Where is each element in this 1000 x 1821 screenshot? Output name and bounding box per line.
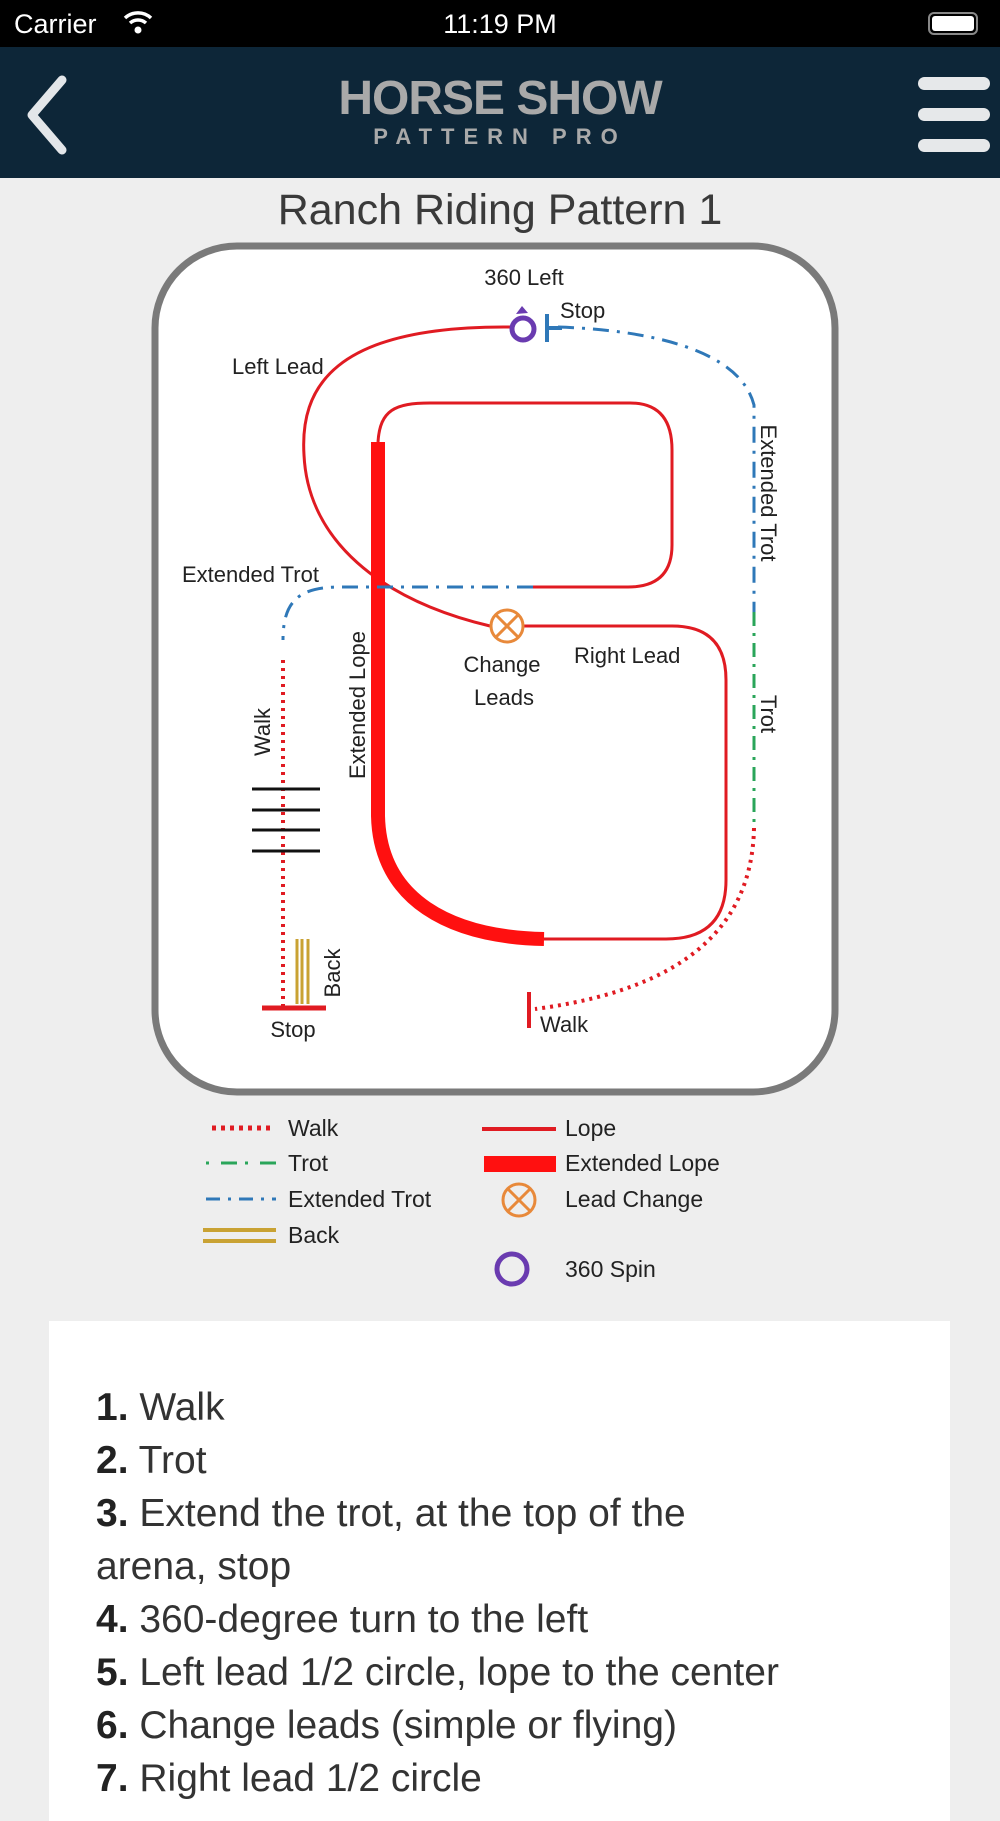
text: Left lead 1/2 circle, lope to the center: [128, 1651, 779, 1694]
step-item: 4. 360-degree turn to the left: [96, 1593, 896, 1646]
text: 2.: [96, 1439, 129, 1482]
right-lead-path: [524, 624, 728, 941]
text: 360-degree turn to the left: [128, 1598, 589, 1641]
text: Walk: [128, 1386, 225, 1429]
back-chevron-icon[interactable]: [22, 75, 82, 155]
legend-lope: Lope: [565, 1115, 616, 1141]
battery-icon: [928, 12, 978, 35]
legend-back-swatch: [203, 1228, 276, 1243]
spin-icon: [509, 315, 537, 343]
extended-trot-center-path: [281, 585, 533, 641]
label-leads: Leads: [474, 685, 534, 710]
label-extended-lope: Extended Lope: [345, 631, 370, 779]
ground-poles: [252, 787, 320, 853]
instructions-card: 1. Walk 2. Trot 3. Extend the trot, at t…: [49, 1321, 950, 1821]
step-item: 5. Left lead 1/2 circle, lope to the cen…: [96, 1646, 896, 1699]
label-360-left: 360 Left: [484, 265, 564, 290]
upper-loop-path: [376, 401, 674, 589]
legend-lead-change-icon: [501, 1182, 537, 1218]
stop-marker-top: [545, 314, 562, 342]
clock: 11:19 PM: [443, 9, 557, 39]
legend: Walk Trot Extended Trot Back Lope Extend…: [203, 1115, 720, 1287]
logo-line-1: HORSE SHOW: [338, 72, 662, 125]
status-bar: Carrier 11:19 PM: [0, 0, 1000, 47]
text: Trot: [128, 1439, 207, 1482]
arena-border: [151, 242, 839, 1096]
legend-spin-icon: [494, 1251, 530, 1287]
label-back: Back: [320, 948, 345, 998]
steps-list: 1. Walk 2. Trot 3. Extend the trot, at t…: [96, 1381, 896, 1805]
legend-extended-lope-swatch: [484, 1156, 556, 1172]
label-change: Change: [463, 652, 540, 677]
legend-lead-change: Lead Change: [565, 1186, 703, 1212]
text: 6.: [96, 1704, 129, 1747]
text: 5.: [96, 1651, 129, 1694]
wifi-icon: [123, 11, 153, 34]
carrier-label: Carrier: [14, 9, 97, 39]
page-title: Ranch Riding Pattern 1: [277, 186, 723, 234]
back-marker: [295, 939, 310, 1004]
label-trot: Trot: [756, 695, 781, 733]
lead-change-icon: [489, 608, 525, 644]
text: 3.: [96, 1492, 129, 1535]
logo-line-2: PATTERN PRO: [373, 124, 627, 149]
label-walk-start: Walk: [540, 1012, 589, 1037]
hamburger-menu-icon[interactable]: [918, 77, 990, 153]
step-item: 2. Trot: [96, 1434, 896, 1487]
legend-360-spin: 360 Spin: [565, 1256, 656, 1282]
label-right-lead: Right Lead: [574, 643, 680, 668]
label-left-lead: Left Lead: [232, 354, 324, 379]
legend-back: Back: [288, 1222, 340, 1248]
step-item: 7. Right lead 1/2 circle: [96, 1752, 896, 1805]
label-extended-trot-right: Extended Trot: [756, 425, 781, 562]
legend-extended-lope: Extended Lope: [565, 1150, 720, 1176]
step-item: 1. Walk: [96, 1381, 896, 1434]
text: Right lead 1/2 circle: [128, 1757, 482, 1800]
nav-bar: HORSE SHOW PATTERN PRO: [0, 47, 1000, 178]
label-extended-trot-left: Extended Trot: [182, 562, 319, 587]
legend-extended-trot: Extended Trot: [288, 1186, 432, 1212]
label-stop-top: Stop: [560, 298, 605, 323]
text: 4.: [96, 1598, 129, 1641]
pattern-diagram: 360 Left Stop Left Lead Extended Trot Ex…: [151, 242, 839, 1287]
walk-start-path: [534, 827, 756, 1011]
label-stop-bottom: Stop: [270, 1017, 315, 1042]
text: Extend the trot, at the top of the arena…: [96, 1492, 686, 1588]
step-item: 6. Change leads (simple or flying): [96, 1699, 896, 1752]
extended-lope-path: [371, 442, 545, 946]
legend-trot: Trot: [288, 1150, 329, 1176]
legend-walk: Walk: [288, 1115, 339, 1141]
label-walk-left: Walk: [250, 707, 275, 756]
text: 7.: [96, 1757, 129, 1800]
text: 1.: [96, 1386, 129, 1429]
app-logo: HORSE SHOW PATTERN PRO: [0, 75, 1000, 151]
text: Change leads (simple or flying): [128, 1704, 677, 1747]
left-lead-path: [302, 325, 513, 628]
step-item: 3. Extend the trot, at the top of the ar…: [96, 1487, 756, 1593]
extended-trot-right-path: [557, 325, 756, 612]
